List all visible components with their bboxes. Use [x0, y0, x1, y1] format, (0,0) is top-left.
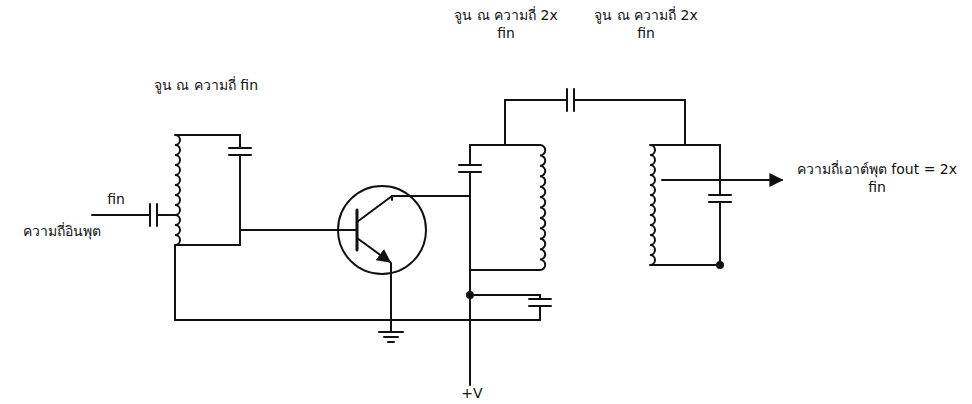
transistor-collector [357, 196, 392, 222]
tank-wire [175, 134, 240, 136]
coil-symbol [175, 135, 180, 245]
coupling-wire [574, 99, 685, 101]
ground-symbol [379, 331, 403, 333]
supply-label: +V [452, 384, 492, 402]
tank-wire [469, 145, 471, 165]
coil-symbol [540, 145, 545, 270]
transistor-symbol [338, 186, 426, 274]
supply-wire [469, 172, 471, 385]
tank-wire [719, 145, 721, 195]
transistor-emitter [357, 238, 390, 262]
collector-wire [392, 195, 470, 197]
input-capacitor [149, 204, 151, 226]
coil-symbol [650, 145, 655, 265]
input-frequency: fin [96, 190, 136, 208]
coupling-wire [684, 100, 686, 145]
input-label: ความถี่อินพุต [2, 222, 122, 240]
tank-capacitor [709, 194, 731, 196]
output-label: ความถี่เอาต์พุต fout = 2x fin [792, 160, 962, 196]
ground-symbol [384, 336, 398, 338]
ground-symbol [390, 320, 392, 332]
decoupling-wire [539, 306, 541, 320]
ground-rail [175, 319, 540, 321]
output-wire [662, 179, 782, 181]
decoupling-wire [539, 295, 541, 299]
tank-wire [175, 244, 240, 246]
tank-wire [650, 264, 720, 266]
base-wire [240, 229, 357, 231]
decoupling-wire [470, 294, 540, 296]
ground-symbol [388, 341, 394, 343]
tank-wire [239, 135, 241, 148]
input-wire [92, 214, 150, 216]
tank-capacitor [229, 147, 251, 149]
junction-dot [717, 262, 723, 268]
tank-capacitor [459, 164, 481, 166]
input-wire [157, 214, 175, 216]
emitter-wire [390, 263, 392, 320]
ground-wire [174, 245, 176, 320]
transistor-base [356, 210, 359, 250]
tuning-note: จูน ณ ความถี่ 2x fin [448, 6, 564, 42]
coupling-wire [504, 100, 506, 145]
tank-wire [719, 202, 721, 265]
tuning-note: จูน ณ ความถี่ fin [150, 76, 262, 94]
tank-wire [470, 269, 540, 271]
coupling-wire [505, 99, 567, 101]
tank-wire [239, 155, 241, 245]
tank-wire [650, 144, 720, 146]
coupling-capacitor [566, 89, 568, 111]
tuning-note: จูน ณ ความถี่ 2x fin [588, 6, 704, 42]
